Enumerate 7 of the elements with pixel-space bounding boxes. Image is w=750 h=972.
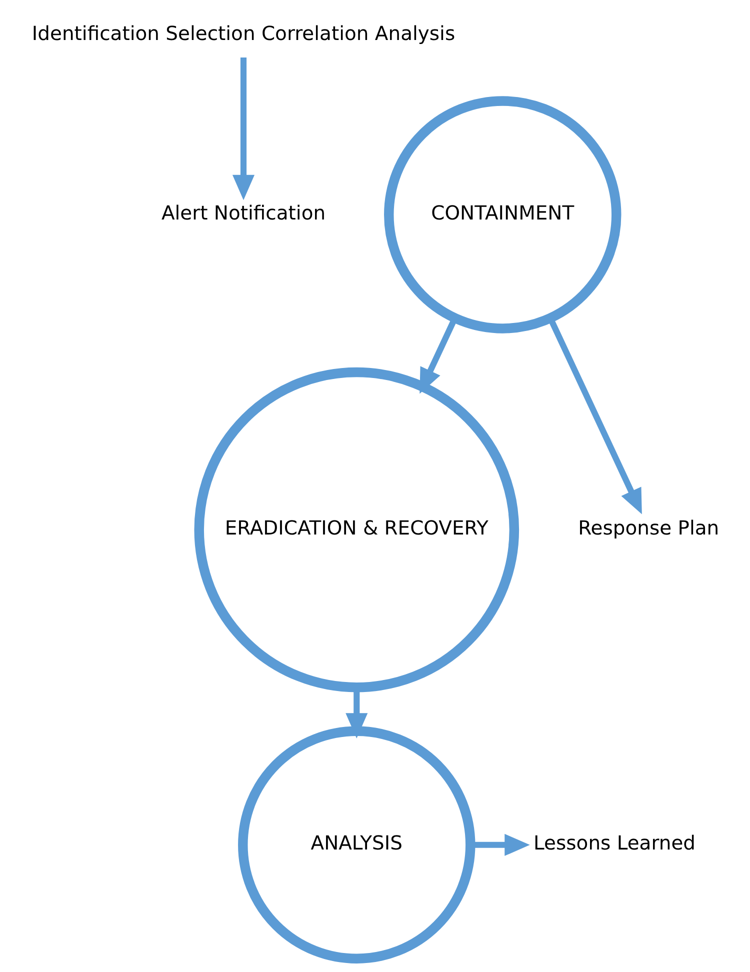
node-text: Alert Notification — [160, 201, 326, 224]
node-text: Identification Selection Correlation Analysis — [31, 22, 455, 45]
node-text: Response Plan — [578, 516, 719, 540]
node-text: Lessons Learned — [533, 832, 696, 855]
node-circle: ANALYSIS — [238, 726, 475, 964]
node-circle: CONTAINMENT — [384, 96, 621, 334]
arrow — [232, 57, 254, 200]
